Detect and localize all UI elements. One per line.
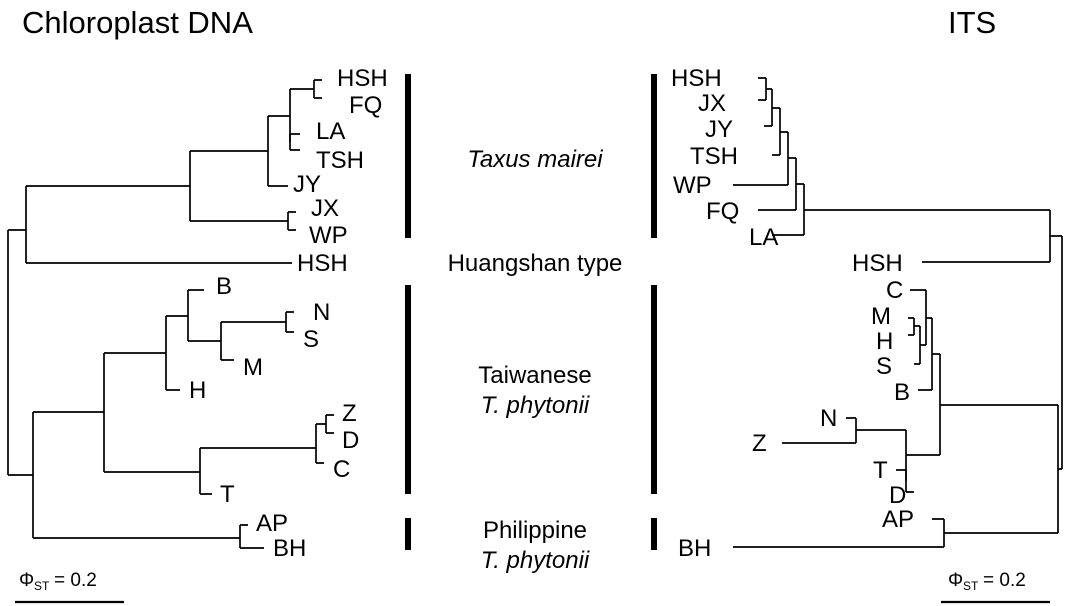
- right-scale-phi-symbol: Φ: [948, 570, 963, 591]
- right-leaf-tsh: TSH: [690, 143, 738, 170]
- left-leaf-bh: BH: [273, 535, 306, 562]
- right-leaf-fq: FQ: [706, 198, 739, 225]
- left-leaf-n: N: [313, 299, 330, 326]
- right-leaf-jy: JY: [705, 116, 733, 143]
- right-leaf-h: H: [876, 328, 893, 355]
- left-leaf-d: D: [342, 427, 359, 454]
- right-leaf-la: LA: [749, 224, 778, 251]
- group-label-huangshan: Huangshan type: [448, 250, 623, 277]
- group-bars: [405, 74, 657, 550]
- right-leaf-hsh: HSH: [671, 65, 722, 92]
- right-panel-title: ITS: [948, 5, 996, 40]
- left-leaf-c: C: [333, 456, 350, 483]
- right-leaf-c: C: [886, 277, 903, 304]
- left-leaf-hsh: HSH: [337, 65, 388, 92]
- right-leaf-m: M: [871, 303, 891, 330]
- right-leaf-hsh-huangshan: HSH: [852, 250, 903, 277]
- left-leaf-la: LA: [316, 118, 345, 145]
- right-scale-bar: Φ ST = 0.2: [941, 570, 1050, 604]
- left-scale-phi-symbol: Φ: [19, 570, 34, 591]
- right-tree-labels: HSH JX JY TSH WP FQ LA HSH C M H S B N Z…: [671, 65, 914, 562]
- left-tree-branches: [7, 79, 334, 549]
- right-scale-phi-subscript: ST: [963, 579, 979, 593]
- right-leaf-jx: JX: [698, 90, 726, 117]
- right-leaf-z: Z: [752, 430, 767, 457]
- group-label-philippine: Philippine: [483, 517, 587, 544]
- right-leaf-d: D: [889, 482, 906, 509]
- left-scale-phi-subscript: ST: [34, 579, 50, 593]
- group-label-taiwanese: Taiwanese: [478, 362, 591, 389]
- left-leaf-m: M: [243, 354, 263, 381]
- group-label-taxus-mairei: Taxus mairei: [467, 146, 603, 173]
- left-tree-labels: HSH FQ LA TSH JY JX WP HSH B N S M H Z D…: [189, 65, 388, 562]
- left-leaf-wp: WP: [309, 222, 348, 249]
- right-leaf-t: T: [873, 457, 888, 484]
- left-leaf-h: H: [189, 377, 206, 404]
- right-leaf-bh: BH: [678, 535, 711, 562]
- left-scale-value: = 0.2: [54, 570, 97, 591]
- right-leaf-s: S: [876, 353, 892, 380]
- group-labels: Taxus mairei Huangshan type Taiwanese T.…: [448, 146, 623, 574]
- right-leaf-b: B: [894, 379, 910, 406]
- right-leaf-n: N: [820, 405, 837, 432]
- left-leaf-s: S: [303, 326, 319, 353]
- left-leaf-b: B: [216, 273, 232, 300]
- left-leaf-ap: AP: [256, 510, 288, 537]
- right-tree-branches: [733, 77, 1063, 548]
- left-scale-bar: Φ ST = 0.2: [15, 570, 124, 604]
- left-leaf-hsh-huangshan: HSH: [297, 250, 348, 277]
- right-leaf-ap: AP: [882, 506, 914, 533]
- left-leaf-t: T: [220, 481, 235, 508]
- left-panel-title: Chloroplast DNA: [22, 5, 253, 40]
- left-leaf-fq: FQ: [349, 92, 382, 119]
- left-leaf-jy: JY: [293, 171, 321, 198]
- right-leaf-wp: WP: [673, 172, 712, 199]
- group-label-taiwanese-species: T. phytonii: [481, 392, 590, 419]
- left-leaf-z: Z: [342, 400, 357, 427]
- left-leaf-jx: JX: [311, 195, 339, 222]
- left-leaf-tsh: TSH: [316, 147, 364, 174]
- right-scale-value: = 0.2: [983, 570, 1026, 591]
- group-label-philippine-species: T. phytonii: [481, 547, 590, 574]
